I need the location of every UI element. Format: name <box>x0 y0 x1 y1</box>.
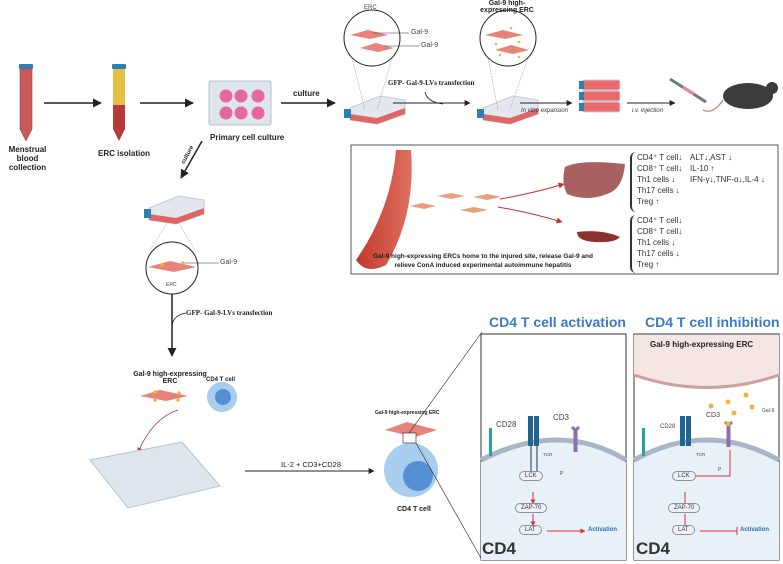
transfection-top-label: GFP- Gal-9-LVs transfection <box>388 79 475 87</box>
primary-cell-culture-label: Primary cell culture <box>210 133 285 142</box>
activation-outcome-label: Activation <box>588 527 618 533</box>
list-item: IL-10 ↑ <box>690 164 715 173</box>
inhibition-outcome-label: Activation <box>740 527 770 533</box>
in-vivo-caption: Gal-9 high-expressing ERCs home to the i… <box>373 253 593 269</box>
list-item: Treg ↑ <box>637 260 660 269</box>
gal9-label-left: Gal-9 <box>220 259 238 266</box>
coculture-erc-label: Gal-9 high-expressing ERC <box>375 410 440 416</box>
cd3-label: CD3 <box>706 412 721 419</box>
six-well-plate-icon <box>208 80 272 126</box>
gal9-label: Gal-9 <box>411 29 429 36</box>
list-item: Th1 cells ↓ <box>637 238 676 247</box>
gal9-high-erc-top-label: Gal-9 high-expressing ERC <box>480 0 534 14</box>
stimulation-label: IL-2 + CD3+CD28 <box>281 460 342 469</box>
gal9-high-erc-left-label: Gal-9 high-expressing ERC <box>133 371 207 385</box>
erc-label-left: ERC <box>166 282 177 288</box>
zap70-node: ZAP-70 <box>668 503 701 513</box>
cd4-panel-label: CD4 <box>482 539 517 558</box>
coculture-cd4-label: CD4 T cell <box>397 506 431 513</box>
zap70-node: ZAP-70 <box>515 503 548 513</box>
tcr-label: TCR <box>543 452 553 457</box>
liver-marker-list: ALT↓,AST ↓ IL-10 ↑ IFN-γ↓,TNF-α↓,IL-4 ↓ <box>690 152 765 185</box>
list-item: CD4⁺ T cell↓ <box>637 153 683 162</box>
activation-panel-title: CD4 T cell activation <box>489 314 626 330</box>
cd4-t-cell-left-label: CD4 T cell <box>206 377 236 383</box>
lck-node: LCK <box>672 471 696 481</box>
list-item: Th17 cells ↓ <box>637 186 680 195</box>
culture-right-label: culture <box>293 89 320 98</box>
arrow-seed-plate <box>137 409 179 453</box>
liver-icon <box>563 162 625 198</box>
list-item: Th17 cells ↓ <box>637 249 680 258</box>
lat-node: LAT <box>672 525 695 535</box>
cd28-label: CD28 <box>660 424 676 430</box>
in-vivo-box <box>350 144 779 275</box>
coculture-erc-icon <box>385 422 437 437</box>
arrow-to-liver <box>499 182 565 200</box>
phospho-label: P <box>718 467 722 473</box>
blood-vessel-icon <box>356 150 412 269</box>
culture-flask-icon <box>344 95 406 125</box>
cd28-label: CD28 <box>496 420 517 429</box>
gal9-high-erc-icon <box>140 390 188 401</box>
erc-zoom-label: ERC <box>364 5 377 11</box>
cd4-panel-label: CD4 <box>636 539 671 558</box>
list-item: ALT↓,AST ↓ <box>690 153 732 162</box>
spleen-cell-list: CD4⁺ T cell↓ CD8⁺ T cell↓ Th1 cells ↓ Th… <box>637 215 682 270</box>
culture-flask-left-icon <box>144 195 205 225</box>
well-plate-24-icon <box>89 441 221 509</box>
list-item: Treg ↑ <box>637 197 660 206</box>
arrow-to-spleen <box>497 206 563 224</box>
gal9-label: Gal-9 <box>421 42 439 49</box>
cd3-label: CD3 <box>553 413 570 422</box>
liver-bracket <box>630 152 638 212</box>
erc-cell-icon <box>360 43 394 52</box>
iv-injection-label: i.v. injection <box>632 108 663 114</box>
list-item: CD8⁺ T cell↓ <box>637 164 683 173</box>
tcr-label: TCR <box>696 452 706 457</box>
erc-cell-icon <box>350 30 388 39</box>
spleen-bracket <box>630 215 638 273</box>
arrow-culture-down <box>180 140 203 179</box>
blood-tube-icon <box>19 64 33 142</box>
list-item: CD4⁺ T cell↓ <box>637 216 683 225</box>
list-item: Th1 cells ↓ <box>637 175 676 184</box>
erc-tube-icon <box>112 64 126 141</box>
gal9-label-panel: Gal-9 <box>762 408 775 414</box>
erc-isolation-label: ERC isolation <box>98 149 151 158</box>
syringe-icon <box>669 77 707 104</box>
spleen-icon <box>577 231 620 243</box>
in-vitro-expansion-label: In vitro expansion <box>521 108 569 114</box>
inhibition-panel-title: CD4 T cell inhibition <box>645 314 780 330</box>
menstrual-blood-collection-label: Menstrual blood collection <box>8 145 47 172</box>
lck-node: LCK <box>519 471 543 481</box>
mouse-icon <box>702 82 778 112</box>
transfection-left-label: GFP- Gal-9-LVs transfection <box>186 309 273 317</box>
migrating-erc-icon <box>410 193 501 213</box>
list-item: IFN-γ↓,TNF-α↓,IL-4 ↓ <box>690 175 765 184</box>
stacked-flasks-icon <box>579 79 621 113</box>
list-item: CD8⁺ T cell↓ <box>637 227 683 236</box>
lat-node: LAT <box>519 525 542 535</box>
phospho-label: P <box>560 471 564 477</box>
liver-cell-list: CD4⁺ T cell↓ CD8⁺ T cell↓ Th1 cells ↓ Th… <box>637 152 682 207</box>
inhibition-erc-header: Gal-9 high-expressing ERC <box>650 340 754 349</box>
